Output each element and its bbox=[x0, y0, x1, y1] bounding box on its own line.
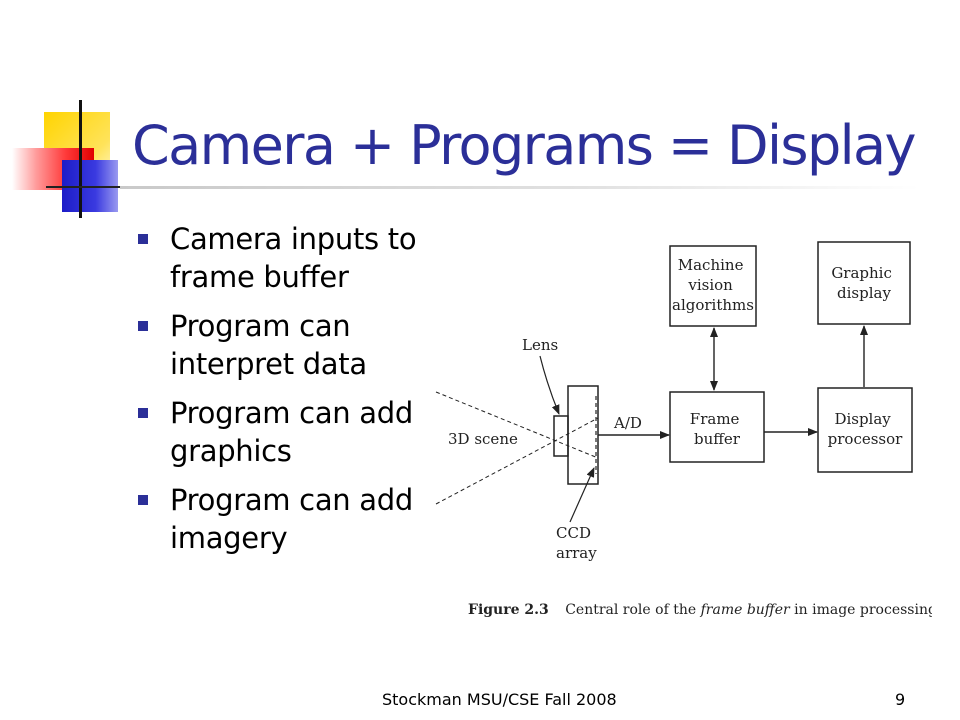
square-bullet-icon bbox=[138, 321, 148, 331]
frame-buffer-box bbox=[669, 391, 765, 463]
lens-shape bbox=[553, 415, 569, 457]
machine-vision-label: Machine vision algorithms bbox=[672, 256, 754, 314]
bullet-list: Camera inputs to frame buffer Program ca… bbox=[134, 220, 434, 568]
page-number: 9 bbox=[895, 690, 906, 709]
vertical-line bbox=[79, 100, 82, 218]
title-underline bbox=[120, 186, 920, 189]
bullet-item: Program can add graphics bbox=[134, 394, 434, 470]
ccd-label: CCD array bbox=[556, 524, 597, 562]
frame-buffer-label: Frame buffer bbox=[690, 410, 744, 448]
square-bullet-icon bbox=[138, 234, 148, 244]
frame-buffer-figure: Machine vision algorithms Graphic displa… bbox=[435, 241, 932, 618]
display-processor-label: Display processor bbox=[828, 410, 904, 448]
ccd-pointer-arrow bbox=[569, 467, 595, 523]
square-bullet-icon bbox=[138, 495, 148, 505]
machine-vision-box bbox=[669, 245, 757, 327]
graphic-display-label: Graphic display bbox=[831, 264, 896, 302]
bullet-item: Program can add imagery bbox=[134, 481, 434, 557]
figure-caption: Figure 2.3 Central role of the frame buf… bbox=[468, 602, 932, 618]
display-processor-box bbox=[817, 387, 913, 473]
view-ray-top bbox=[435, 391, 599, 459]
view-ray-bottom bbox=[435, 417, 599, 505]
lens-pointer-arrow bbox=[539, 355, 560, 415]
square-bullet-icon bbox=[138, 408, 148, 418]
horizontal-line bbox=[46, 186, 138, 188]
scene-label: 3D scene bbox=[448, 430, 518, 448]
slide-title: Camera + Programs = Display bbox=[132, 114, 916, 177]
graphic-display-box bbox=[817, 241, 911, 325]
bullet-item: Camera inputs to frame buffer bbox=[134, 220, 434, 296]
decorative-squares bbox=[0, 0, 140, 230]
lens-label: Lens bbox=[522, 336, 558, 354]
bullet-item: Program can interpret data bbox=[134, 307, 434, 383]
slide-footer: Stockman MSU/CSE Fall 2008 bbox=[382, 690, 617, 709]
ad-label: A/D bbox=[613, 414, 642, 432]
